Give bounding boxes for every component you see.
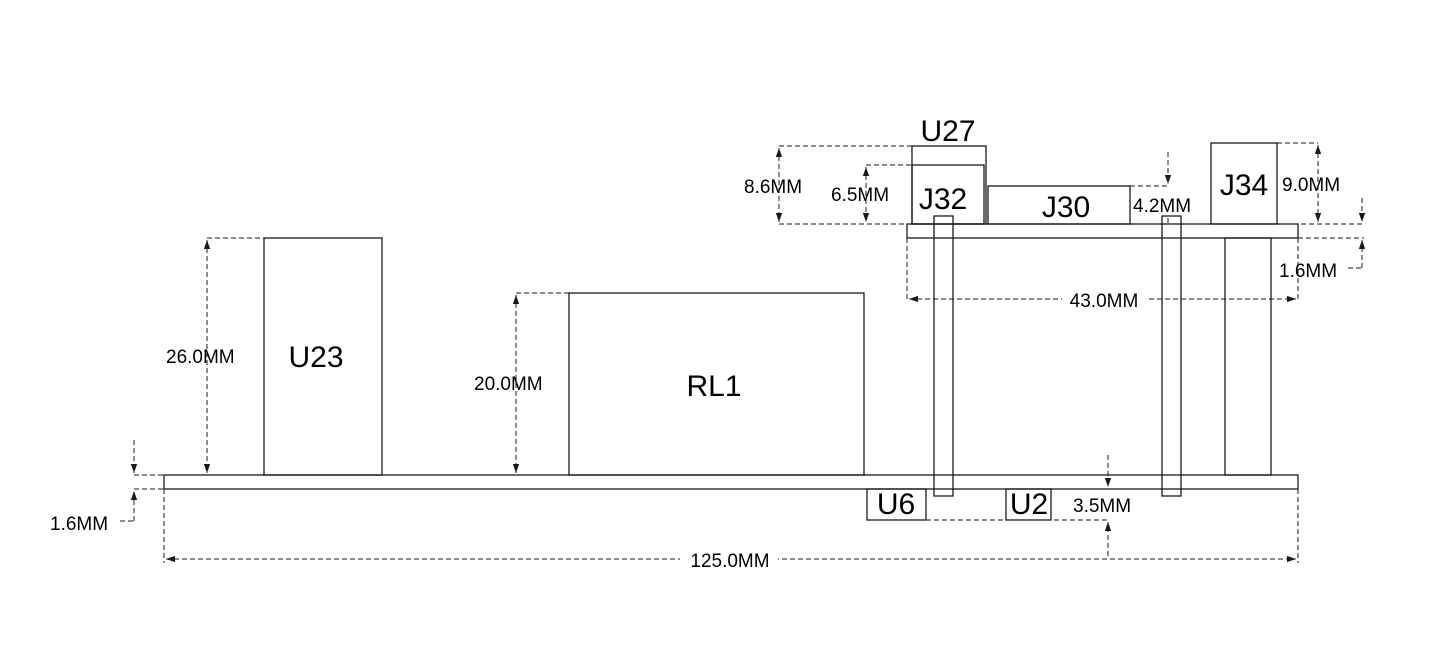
dim-main-board-thickness: 1.6MM [50,440,164,535]
dim-u23-height: 26.0MM [166,237,264,473]
dim-upper-board-thickness: 1.6MM [1279,198,1366,282]
main-board-width-text: 125.0MM [690,551,769,572]
rl1-label: RL1 [686,370,741,403]
dim-j30-height: 4.2MM [1130,152,1191,226]
rl1-outline [568,292,865,476]
upper-board-width-text: 43.0MM [1070,291,1139,312]
j32-height-text: 6.5MM [831,185,889,206]
j30-label: J30 [1042,191,1090,224]
j32-component: J32 [911,164,985,225]
pin-header-left [933,215,954,497]
u2-component: U2 [1005,488,1052,521]
j32-outline [911,164,985,225]
u6-outline [866,488,927,521]
pin-header-right [1161,215,1182,497]
u23-label: U23 [288,341,343,374]
dim-j32-height: 6.5MM [831,164,912,222]
u23-height-text: 26.0MM [166,347,235,368]
standoff-spacer [1224,237,1272,476]
j32-label: J32 [919,183,967,216]
u2-label: U2 [1010,488,1048,521]
main-board [163,474,1299,490]
u23-outline [263,237,383,476]
j34-component: J34 [1210,142,1278,225]
upper-board [906,223,1299,239]
dim-main-board-width: 125.0MM [163,489,1299,572]
u2-outline [1005,488,1052,521]
upper-board-thickness-text: 1.6MM [1279,261,1337,282]
dim-bottom-component-height: 3.5MM [926,455,1131,556]
j34-outline [1210,142,1278,225]
j34-label: J34 [1220,169,1268,202]
bottom-component-height-text: 3.5MM [1073,496,1131,517]
j30-outline [987,185,1131,225]
j30-height-text: 4.2MM [1133,196,1191,217]
u23-component: U23 [263,237,383,476]
dim-j34-height: 9.0MM [1277,142,1364,225]
dim-u27-height: 8.6MM [744,145,912,225]
rl1-height-text: 20.0MM [474,374,543,395]
main-board-thickness-text: 1.6MM [50,514,108,535]
j34-height-text: 9.0MM [1282,175,1340,196]
dim-upper-board-width: 43.0MM [906,238,1299,312]
dim-rl1-height: 20.0MM [474,292,569,473]
u6-label: U6 [877,488,915,521]
u27-height-text: 8.6MM [744,177,802,198]
u6-component: U6 [866,488,927,521]
u27-label: U27 [920,115,975,148]
j30-component: J30 [987,185,1131,225]
rl1-component: RL1 [568,292,865,476]
